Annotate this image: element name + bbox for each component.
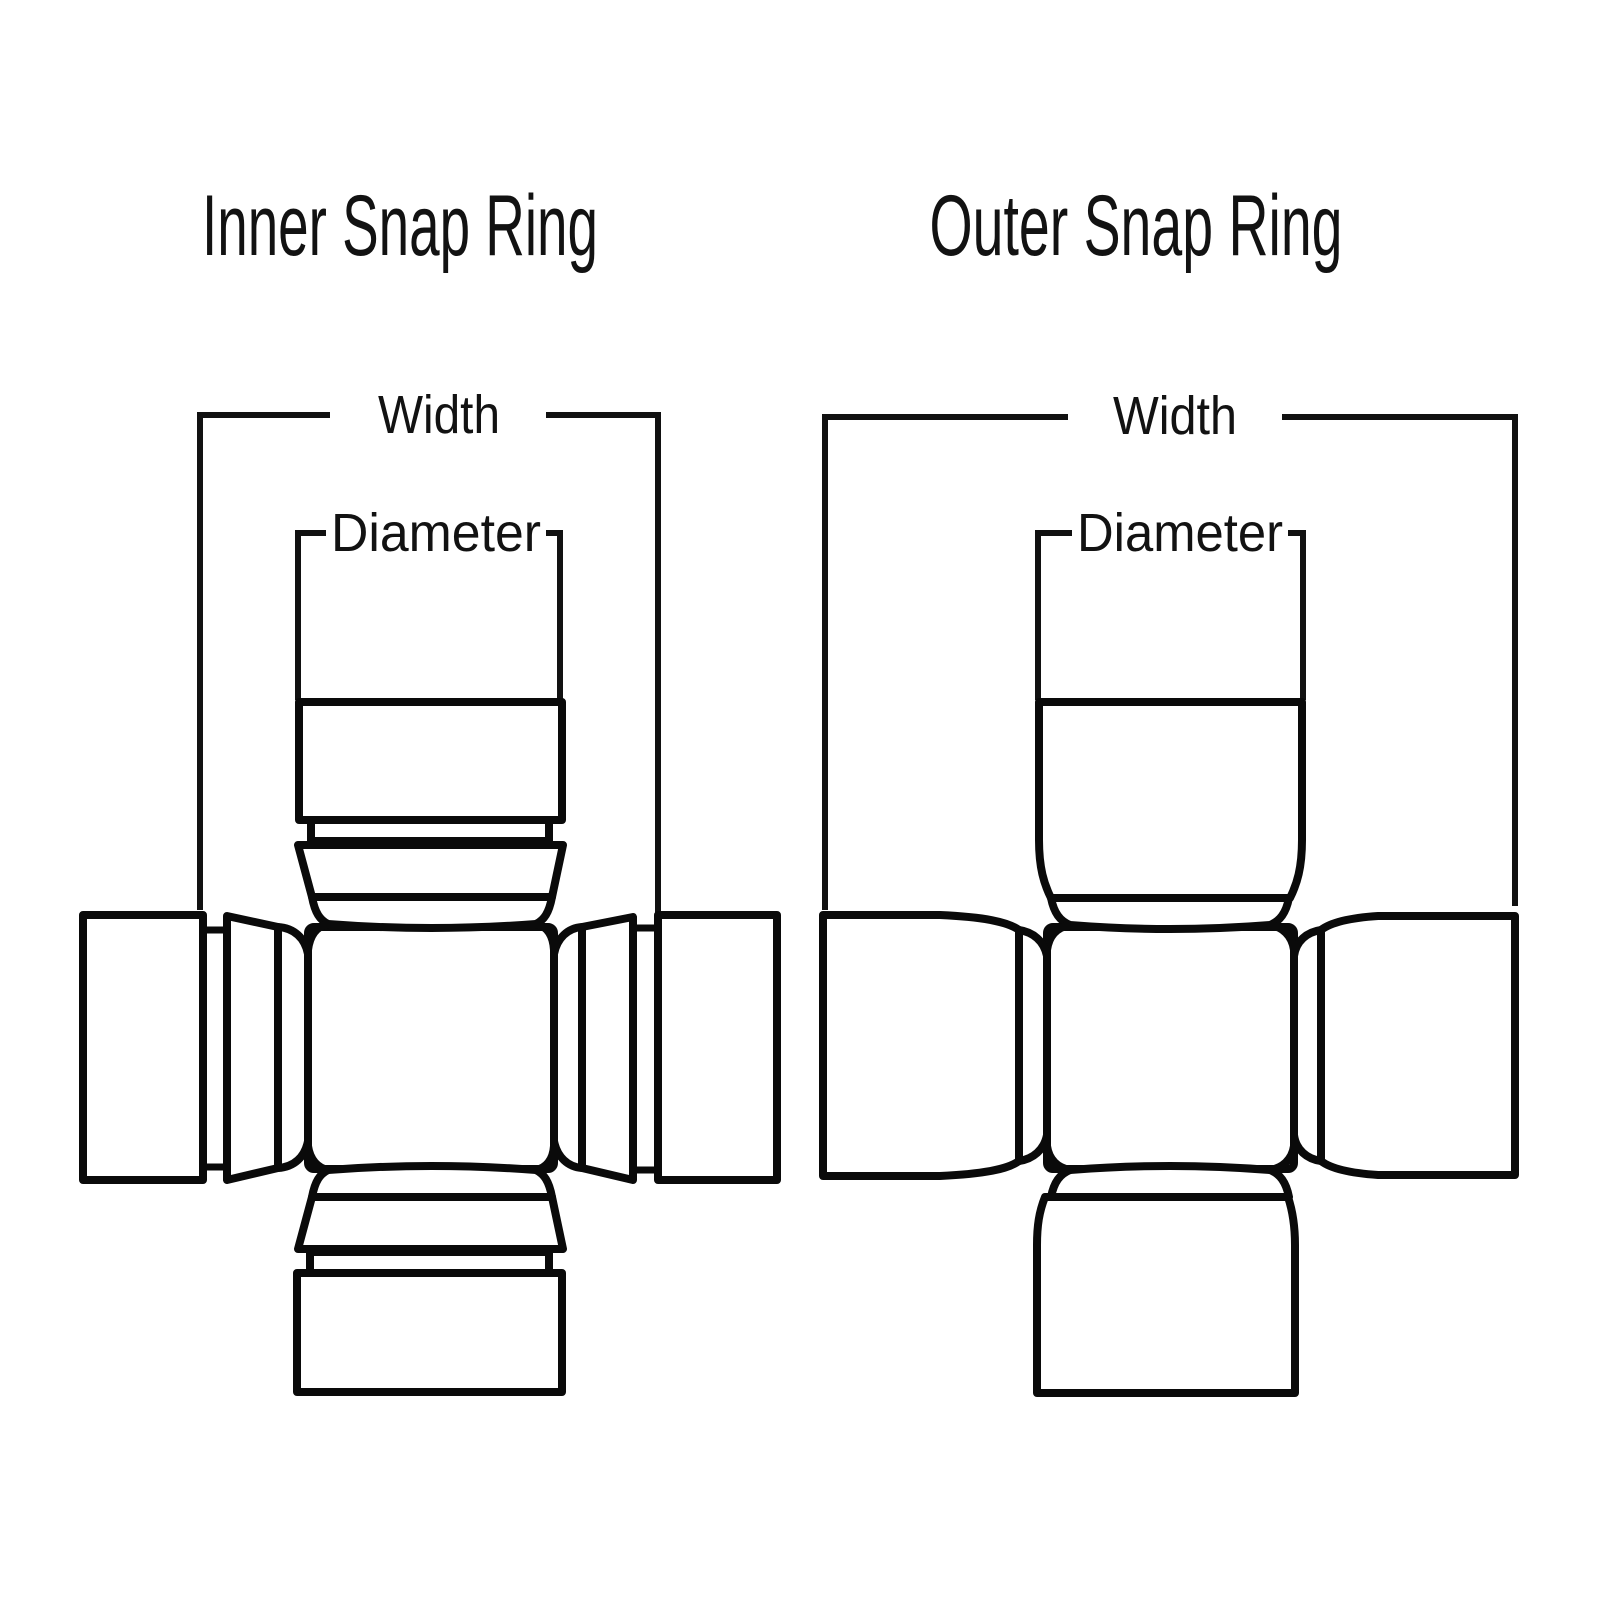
outer-diagram-title: Outer Snap Ring (930, 178, 1343, 274)
diameter-bracket-left-leg (295, 530, 326, 700)
bearing-cap (293, 1269, 566, 1396)
bearing-cap (1035, 698, 1306, 902)
inner-width-label: Width (378, 385, 500, 445)
outer-left-bearing-cap (819, 911, 1023, 1180)
inner-left-bearing-cap (79, 911, 282, 1184)
inner-bottom-bearing-cap (293, 1162, 567, 1396)
outer-diameter-dimension-bracket (1035, 530, 1306, 700)
cap-dome (308, 1162, 556, 1201)
width-bracket-left-leg (197, 412, 330, 910)
snap-ring-groove-neck (629, 924, 662, 1174)
cap-dome (1047, 894, 1293, 933)
cap-dome (308, 893, 556, 932)
diameter-bracket-right-leg (1288, 530, 1306, 700)
snap-ring-band (223, 912, 282, 1184)
bearing-cap (79, 911, 207, 1184)
inner-trunnion-fillets (274, 920, 586, 1174)
fillet (550, 1137, 586, 1172)
bearing-cap (1033, 1193, 1299, 1397)
fillet (1266, 1142, 1298, 1174)
fillet (1015, 926, 1051, 960)
width-bracket-right-leg (1282, 414, 1518, 906)
snap-ring-flange (294, 841, 567, 901)
inner-diameter-label: Diameter (331, 503, 541, 563)
fillet (274, 923, 312, 958)
bearing-cap (819, 911, 1023, 1180)
bearing-cap (654, 911, 781, 1184)
snap-ring-flange (294, 1193, 567, 1253)
outer-top-bearing-cap (1035, 698, 1306, 933)
diameter-bracket-right-leg (546, 530, 563, 700)
cap-dome (1047, 1162, 1293, 1201)
fillet (274, 1137, 312, 1172)
outer-width-label: Width (1113, 386, 1237, 446)
inner-width-dimension-bracket (197, 412, 661, 913)
inner-diameter-dimension-bracket (295, 530, 563, 700)
inner-center-body (304, 923, 558, 1173)
snap-ring-band (578, 913, 637, 1184)
outer-bottom-bearing-cap (1033, 1162, 1299, 1397)
outer-diameter-label: Diameter (1077, 503, 1283, 563)
inner-right-bearing-cap (578, 911, 781, 1184)
inner-snap-ring-diagram: Inner Snap Ring Width Diameter (79, 178, 781, 1396)
fillet (1043, 1142, 1074, 1174)
outer-right-bearing-cap (1317, 912, 1519, 1179)
inner-top-bearing-cap (294, 698, 567, 932)
bearing-cap (1317, 912, 1519, 1179)
width-bracket-left-leg (822, 414, 1068, 910)
outer-center-body (1043, 923, 1298, 1173)
bearing-cap (295, 698, 566, 824)
fillet (1290, 926, 1325, 960)
fillet (1015, 1131, 1051, 1165)
outer-width-dimension-bracket (822, 414, 1518, 910)
outer-trunnion-fillets (1015, 921, 1325, 1174)
fillet (1290, 1131, 1325, 1165)
inner-diagram-title: Inner Snap Ring (202, 178, 598, 274)
outer-snap-ring-diagram: Outer Snap Ring Width Diameter (819, 178, 1519, 1397)
snap-ring-groove-neck (307, 816, 553, 845)
fillet (550, 923, 586, 958)
diameter-bracket-left-leg (1035, 530, 1072, 700)
width-bracket-right-leg (546, 412, 661, 913)
